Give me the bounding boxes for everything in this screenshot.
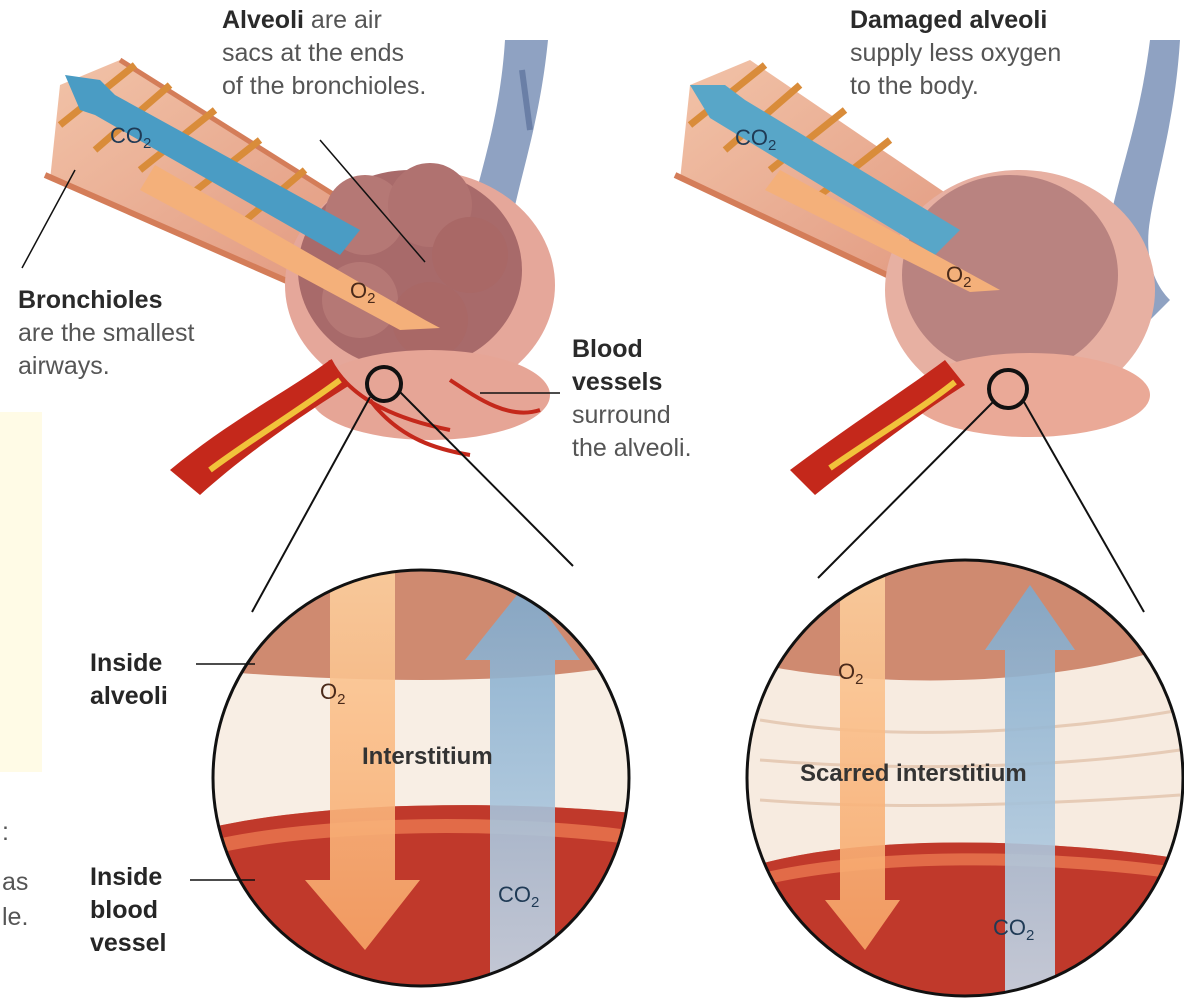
left-top-co2-label: CO2 bbox=[110, 124, 151, 156]
blood-vessels-text-1: surround bbox=[572, 401, 671, 429]
cut-off-text-2: as bbox=[2, 868, 28, 897]
damaged-text-1: supply less oxygen bbox=[850, 39, 1061, 67]
damaged-alveoli-caption: Damaged alveoli supply less oxygen to th… bbox=[850, 4, 1061, 103]
co2-sub: 2 bbox=[531, 894, 539, 911]
scarred-interstitium-label: Scarred interstitium bbox=[800, 760, 1027, 788]
right-top-co2-label: CO2 bbox=[735, 126, 776, 158]
inside-vessel-line-1: Inside bbox=[90, 863, 162, 891]
o2-sub: 2 bbox=[963, 274, 971, 291]
left-zoom-o2-label: O2 bbox=[320, 680, 345, 712]
left-zoom-circle bbox=[200, 560, 650, 999]
bronchioles-title: Bronchioles bbox=[18, 286, 162, 314]
blood-vessels-caption: Blood vessels surround the alveoli. bbox=[572, 333, 692, 465]
inside-alveoli-caption: Inside alveoli bbox=[90, 647, 168, 713]
alveoli-text-3: of the bronchioles. bbox=[222, 72, 426, 100]
co2-sub: 2 bbox=[1026, 927, 1034, 944]
bronchioles-caption: Bronchioles are the smallest airways. bbox=[18, 284, 194, 383]
right-blood-vessels bbox=[790, 360, 965, 495]
co2-text: CO bbox=[735, 125, 768, 150]
interstitium-label: Interstitium bbox=[362, 743, 493, 771]
damaged-text-2: to the body. bbox=[850, 72, 979, 100]
right-zoom-o2-label: O2 bbox=[838, 660, 863, 692]
alveoli-text-1: are air bbox=[304, 6, 382, 34]
co2-text: CO bbox=[498, 882, 531, 907]
cut-off-text-1: : bbox=[2, 818, 9, 847]
right-zoom-co2-label: CO2 bbox=[993, 916, 1034, 948]
right-zoom-line-1 bbox=[818, 402, 993, 578]
alveoli-caption: Alveoli are air sacs at the ends of the … bbox=[222, 4, 426, 103]
o2-text: O bbox=[320, 679, 337, 704]
inside-alveoli-line-2: alveoli bbox=[90, 682, 168, 710]
bronchioles-text-1: are the smallest bbox=[18, 319, 194, 347]
o2-text: O bbox=[946, 262, 963, 287]
o2-text: O bbox=[350, 278, 367, 303]
inside-vessel-caption: Inside blood vessel bbox=[90, 861, 166, 960]
inside-vessel-line-2: blood bbox=[90, 896, 158, 924]
co2-sub: 2 bbox=[768, 137, 776, 154]
damaged-alveoli-title: Damaged alveoli bbox=[850, 6, 1047, 34]
co2-sub: 2 bbox=[143, 135, 151, 152]
right-top-o2-label: O2 bbox=[946, 263, 971, 295]
bronchioles-pointer bbox=[22, 170, 75, 268]
blood-vessels-title-2: vessels bbox=[572, 368, 662, 396]
alveoli-text-2: sacs at the ends bbox=[222, 39, 404, 67]
o2-sub: 2 bbox=[855, 671, 863, 688]
blood-vessels-title-1: Blood bbox=[572, 335, 643, 363]
inside-vessel-line-3: vessel bbox=[90, 929, 166, 957]
alveoli-title: Alveoli bbox=[222, 6, 304, 34]
left-zoom-co2-label: CO2 bbox=[498, 883, 539, 915]
cut-off-text-3: le. bbox=[2, 903, 28, 932]
o2-sub: 2 bbox=[367, 290, 375, 307]
o2-sub: 2 bbox=[337, 691, 345, 708]
co2-text: CO bbox=[993, 915, 1026, 940]
blood-vessels-text-2: the alveoli. bbox=[572, 434, 692, 462]
co2-text: CO bbox=[110, 123, 143, 148]
inside-alveoli-line-1: Inside bbox=[90, 649, 162, 677]
o2-text: O bbox=[838, 659, 855, 684]
bronchioles-text-2: airways. bbox=[18, 352, 110, 380]
left-top-o2-label: O2 bbox=[350, 279, 375, 311]
